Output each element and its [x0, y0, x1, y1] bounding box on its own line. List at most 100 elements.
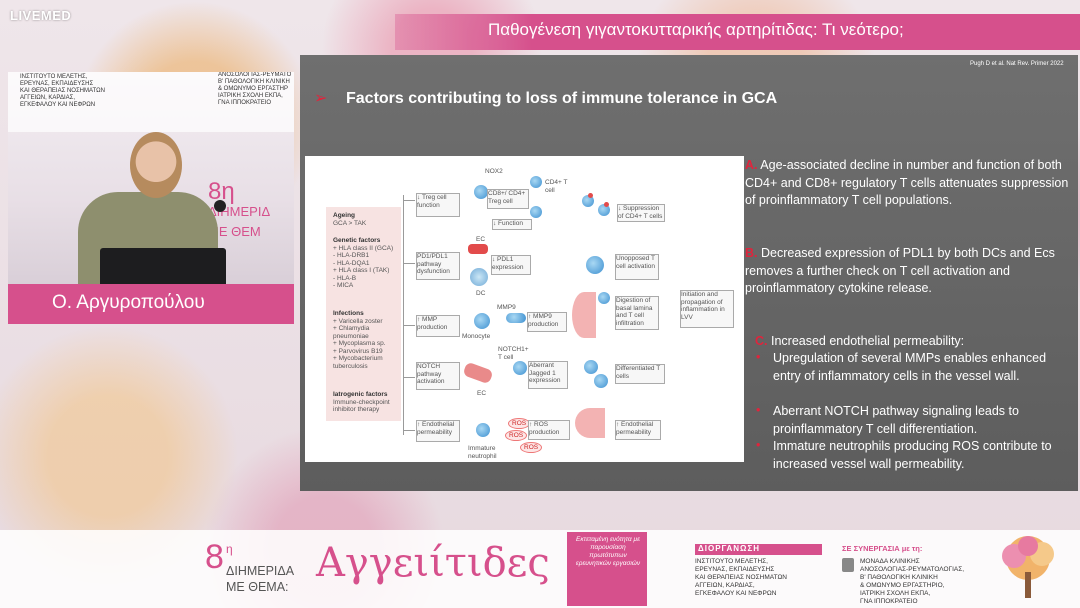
speaker-head — [130, 132, 182, 198]
figure-connector — [403, 325, 415, 326]
figure-connector — [403, 430, 415, 431]
mech-pd1: PD1/PDL1 pathway dysfunction — [416, 252, 460, 280]
fig-dc: DC — [476, 290, 486, 297]
fig-function: ↓ Function — [492, 219, 532, 230]
cell-icon — [598, 204, 610, 216]
footer-banner — [0, 530, 1080, 608]
footer-edition-number: 8 — [205, 538, 224, 576]
neutrophil-icon — [476, 423, 490, 437]
livemed-logo: LIVEMED — [10, 8, 72, 23]
footer-event-title: Αγγειίτιδες — [316, 540, 550, 586]
figure-infections: Infections + Varicella zoster+ Chlamydia… — [333, 310, 386, 370]
slide-reference: Pugh D et al. Nat Rev. Primer 2022 — [970, 61, 1064, 67]
arrow-bullet-icon: ➢ — [314, 90, 328, 107]
vessel-wall-icon — [575, 408, 605, 438]
cell-icon — [530, 206, 542, 218]
mech-mmp: ↑ MMP production — [416, 315, 460, 337]
cell-icon — [582, 195, 594, 207]
cell-icon — [530, 176, 542, 188]
slide-title: Factors contributing to loss of immune t… — [346, 90, 778, 107]
figure-connector — [403, 377, 415, 378]
point-b-text: Decreased expression of PDL1 by both DCs… — [745, 246, 1055, 295]
enzyme-icon — [506, 313, 526, 323]
footer-collaboration-heading: ΣΕ ΣΥΝΕΡΓΑΣΙΑ με τη: — [842, 544, 923, 553]
bullet-icon: • — [756, 350, 761, 364]
cell-icon — [584, 360, 598, 374]
mech-notch: NOTCH pathway activation — [416, 362, 460, 390]
fig-ros-1: ROS — [508, 418, 531, 429]
fig-mmp9: MMP9 — [497, 304, 516, 311]
fig-ec2: EC — [477, 390, 487, 397]
fig-differentiated: Differentiated T cells — [615, 364, 665, 384]
cell-icon — [474, 185, 488, 199]
speaker-video: ΙΝΣΤΙΤΟΥΤΟ ΜΕΛΕΤΗΣ,ΕΡΕΥΝΑΣ, ΕΚΠΑΙΔΕΥΣΗΣ … — [8, 72, 294, 284]
figure-genetic: Genetic factors + HLA class II (GCA)- HL… — [333, 237, 394, 289]
point-c-bullet-3: Immature neutrophils producing ROS contr… — [773, 439, 1052, 471]
point-c: C. Increased endothelial permeability: — [755, 333, 1080, 351]
figure-connector — [403, 263, 415, 264]
fig-notch1: NOTCH1+ T cell — [498, 346, 529, 361]
endothelial-cell-icon — [468, 244, 488, 254]
mech-endothelial: ↑ Endothelial permeability — [416, 420, 460, 442]
footer-highlight-text: Εκτεταμένη ενότητα με παρουσίαση πρωτότυ… — [575, 536, 641, 567]
fig-suppression: ↓ Suppression of CD4+ T cells — [617, 204, 665, 222]
fig-cd8: CD8+/ CD4+ Treg cell — [487, 189, 529, 209]
laptop — [100, 248, 226, 284]
point-b: B. Decreased expression of PDL1 by both … — [745, 245, 1070, 298]
microphone-icon — [214, 200, 226, 212]
point-a: A. Age-associated decline in number and … — [745, 157, 1070, 210]
figure-risk-factors-panel — [326, 207, 401, 421]
fig-ec: EC — [476, 236, 486, 243]
t-cell-icon — [586, 256, 604, 274]
video-backdrop-banner — [8, 72, 294, 132]
fig-rosp: ↑ ROS production — [528, 420, 570, 440]
footer-edition-suffix: η — [226, 542, 233, 556]
bullet-icon: • — [756, 438, 761, 452]
speaker-name-bar — [8, 284, 294, 324]
point-b-letter: B. — [745, 246, 758, 260]
fig-monocyte: Monocyte — [462, 333, 491, 340]
point-a-text: Age-associated decline in number and fun… — [745, 158, 1069, 207]
mech-treg: ↓ Treg cell function — [416, 193, 460, 217]
bullet-icon: • — [756, 403, 761, 417]
fig-jagged: Aberrant Jagged 1 expression — [528, 361, 568, 389]
cell-icon — [598, 292, 610, 304]
footer-highlight-box — [567, 532, 647, 606]
monocyte-icon — [474, 313, 490, 329]
fig-immature: Immature neutrophil — [468, 445, 497, 460]
tree-logo-icon — [1002, 536, 1054, 598]
point-c-letter: C. — [755, 334, 768, 348]
fig-ros-2: ROS — [505, 430, 528, 441]
fig-pdl1: ↓ PDL1 expression — [491, 255, 531, 275]
header-bar — [395, 14, 1080, 50]
vessel-wall-icon — [572, 292, 596, 338]
fig-initiation: Initiation and propagation of inflammati… — [680, 290, 734, 328]
fig-endo: ↑ Endothelial permeability — [615, 420, 661, 440]
fig-ros-3: ROS — [520, 442, 543, 453]
point-c-text: Increased endothelial permeability: — [770, 334, 965, 348]
university-seal-icon — [842, 558, 854, 572]
fig-nox2: NOX2 — [485, 168, 503, 175]
point-a-letter: A. — [745, 158, 758, 172]
footer-dimerida: ΔΙΗΜΕΡΙΔΑ — [226, 564, 295, 578]
cell-marker-icon — [588, 193, 593, 198]
fig-digestion: Digestion of basal lamina and T cell inf… — [615, 296, 659, 330]
t-cell-icon — [513, 361, 527, 375]
speaker-name: Ο. Αργυροπούλου — [52, 292, 205, 313]
point-c-bullet-2: Aberrant NOTCH pathway signaling leads t… — [773, 404, 1019, 436]
dendritic-cell-icon — [470, 268, 488, 286]
figure-connector — [403, 195, 404, 435]
fig-cd4t: CD4+ T cell — [545, 179, 568, 194]
header-title: Παθογένεση γιγαντοκυτταρικής αρτηρίτιδας… — [488, 20, 904, 39]
figure-connector — [403, 200, 415, 201]
footer-organizer-heading: ΔΙΟΡΓΑΝΩΣΗ — [695, 544, 822, 555]
fig-unopposed: Unopposed T cell activation — [615, 254, 659, 280]
cell-icon — [594, 374, 608, 388]
backdrop-institute-left: ΙΝΣΤΙΤΟΥΤΟ ΜΕΛΕΤΗΣ,ΕΡΕΥΝΑΣ, ΕΚΠΑΙΔΕΥΣΗΣ … — [20, 74, 105, 108]
point-c-bullet-1: Upregulation of several MMPs enables enh… — [773, 351, 1047, 383]
